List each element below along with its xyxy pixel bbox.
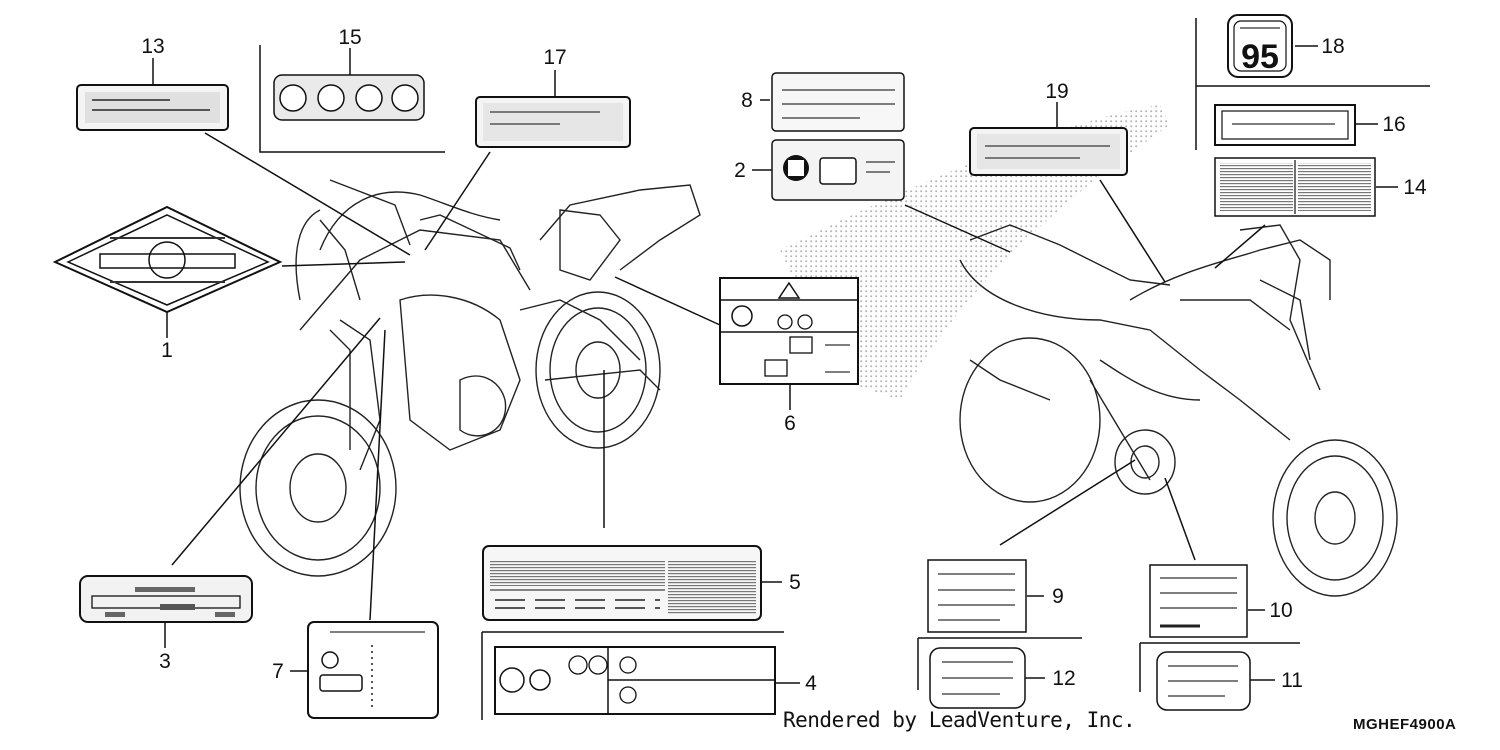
callout-numbers: 13 1 15 17 8 2 6 3 7 5 4 19 18 16 14 9 1… <box>141 26 1427 695</box>
callout-18[interactable]: 18 <box>1321 35 1344 58</box>
callout-15[interactable]: 15 <box>338 26 361 49</box>
label-18-shape <box>1227 14 1293 78</box>
right-motorcycle <box>959 224 1398 597</box>
callout-2[interactable]: 2 <box>734 159 746 182</box>
callout-16[interactable]: 16 <box>1382 113 1405 136</box>
label-8-shape <box>771 72 905 132</box>
label-16-shape <box>1214 104 1356 146</box>
label-15-shape <box>273 74 425 121</box>
callout-8[interactable]: 8 <box>741 89 753 112</box>
octane-rating-label: 95 <box>1241 38 1279 76</box>
callout-17[interactable]: 17 <box>543 46 566 69</box>
left-motorcycle <box>239 179 701 577</box>
label-19-shape <box>969 127 1128 176</box>
callout-11[interactable]: 11 <box>1281 669 1303 692</box>
callout-12[interactable]: 12 <box>1052 667 1075 690</box>
label-7-shape <box>307 621 439 719</box>
label-12-shape <box>929 647 1026 709</box>
callout-10[interactable]: 10 <box>1269 599 1292 622</box>
label-9-shape <box>927 559 1027 633</box>
callout-3[interactable]: 3 <box>159 650 171 673</box>
callout-6[interactable]: 6 <box>784 412 796 435</box>
label-3-shape <box>79 575 253 623</box>
label-13-shape <box>76 84 229 131</box>
label-4-shape <box>494 646 776 715</box>
callout-14[interactable]: 14 <box>1403 176 1427 199</box>
render-credit: Rendered by LeadVenture, Inc. <box>783 708 1136 732</box>
leader-lines <box>152 45 1398 684</box>
callout-5[interactable]: 5 <box>789 571 801 594</box>
label-1-shape <box>52 205 283 314</box>
callout-1[interactable]: 1 <box>161 339 173 362</box>
label-17-shape <box>475 96 631 148</box>
label-11-shape <box>1156 651 1251 711</box>
label-5-shape <box>482 545 762 621</box>
callout-13[interactable]: 13 <box>141 35 164 58</box>
callout-4[interactable]: 4 <box>805 672 817 695</box>
label-10-shape <box>1149 564 1248 638</box>
label-6-shape <box>719 277 859 385</box>
callout-9[interactable]: 9 <box>1052 585 1064 608</box>
separator-lines <box>259 18 1430 720</box>
callout-7[interactable]: 7 <box>272 660 284 683</box>
label-2-shape <box>771 139 905 201</box>
label-14-shape <box>1214 157 1376 217</box>
diagram-code: MGHEF4900A <box>1353 716 1457 733</box>
callout-19[interactable]: 19 <box>1045 80 1068 103</box>
stipple-shadow <box>780 105 1170 400</box>
